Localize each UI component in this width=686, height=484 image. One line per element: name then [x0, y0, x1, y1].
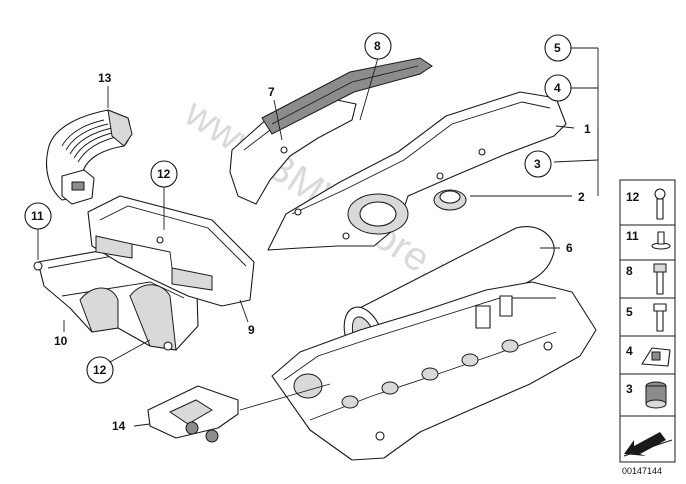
svg-text:6: 6	[566, 241, 573, 255]
part-13-air-hose[interactable]	[45, 109, 133, 205]
svg-text:12: 12	[93, 363, 107, 377]
svg-text:11: 11	[31, 209, 44, 223]
svg-text:3: 3	[534, 157, 541, 171]
callout-5: 5	[544, 34, 572, 62]
document-number: 00147144	[622, 466, 662, 476]
legend-item-11[interactable]: 11	[626, 229, 671, 250]
callout-2: 2	[578, 190, 585, 204]
svg-text:1: 1	[584, 122, 591, 136]
part-8-seal-strip[interactable]	[261, 57, 433, 135]
callout-6: 6	[566, 241, 573, 255]
svg-text:4: 4	[626, 344, 633, 358]
callout-12-lower: 12	[86, 356, 114, 384]
svg-text:10: 10	[54, 334, 68, 348]
svg-text:12: 12	[157, 167, 171, 181]
svg-text:14: 14	[112, 419, 126, 433]
part-14-bracket[interactable]	[147, 385, 239, 443]
arrow-icon	[623, 432, 673, 457]
callout-1: 1	[584, 122, 591, 136]
svg-text:8: 8	[626, 264, 633, 278]
svg-text:5: 5	[554, 41, 561, 55]
svg-text:11: 11	[626, 229, 639, 243]
part-1-engine-cover[interactable]	[267, 91, 567, 251]
leader-lines	[37, 47, 599, 427]
part-2-grommet[interactable]	[433, 189, 467, 211]
callout-12-upper: 12	[150, 160, 178, 188]
cylinder-head-cover[interactable]	[271, 281, 597, 461]
svg-text:8: 8	[374, 39, 381, 53]
svg-text:9: 9	[248, 323, 255, 337]
legend-panel: 12 11 8 5 4 3	[619, 179, 676, 463]
callout-7: 7	[268, 85, 275, 99]
legend-item-8[interactable]: 8	[626, 263, 667, 295]
callout-8: 8	[364, 32, 392, 60]
callout-9: 9	[248, 323, 255, 337]
legend-item-4[interactable]: 4	[626, 344, 671, 367]
svg-text:3: 3	[626, 382, 633, 396]
callout-11: 11	[24, 202, 52, 230]
svg-text:7: 7	[268, 85, 275, 99]
svg-text:13: 13	[98, 71, 112, 85]
callout-10: 10	[54, 334, 68, 348]
callout-3: 3	[524, 150, 552, 178]
legend-item-3[interactable]: 3	[626, 381, 667, 409]
callout-14: 14	[112, 419, 126, 433]
legend-item-12[interactable]: 12	[626, 188, 666, 220]
svg-text:12: 12	[626, 190, 640, 204]
svg-text:2: 2	[578, 190, 585, 204]
part-9-intake-duct[interactable]	[87, 195, 255, 307]
callout-4: 4	[544, 74, 572, 102]
legend-item-5[interactable]: 5	[626, 303, 667, 332]
svg-text:4: 4	[554, 81, 561, 95]
callout-13: 13	[98, 71, 112, 85]
svg-text:5: 5	[626, 305, 633, 319]
